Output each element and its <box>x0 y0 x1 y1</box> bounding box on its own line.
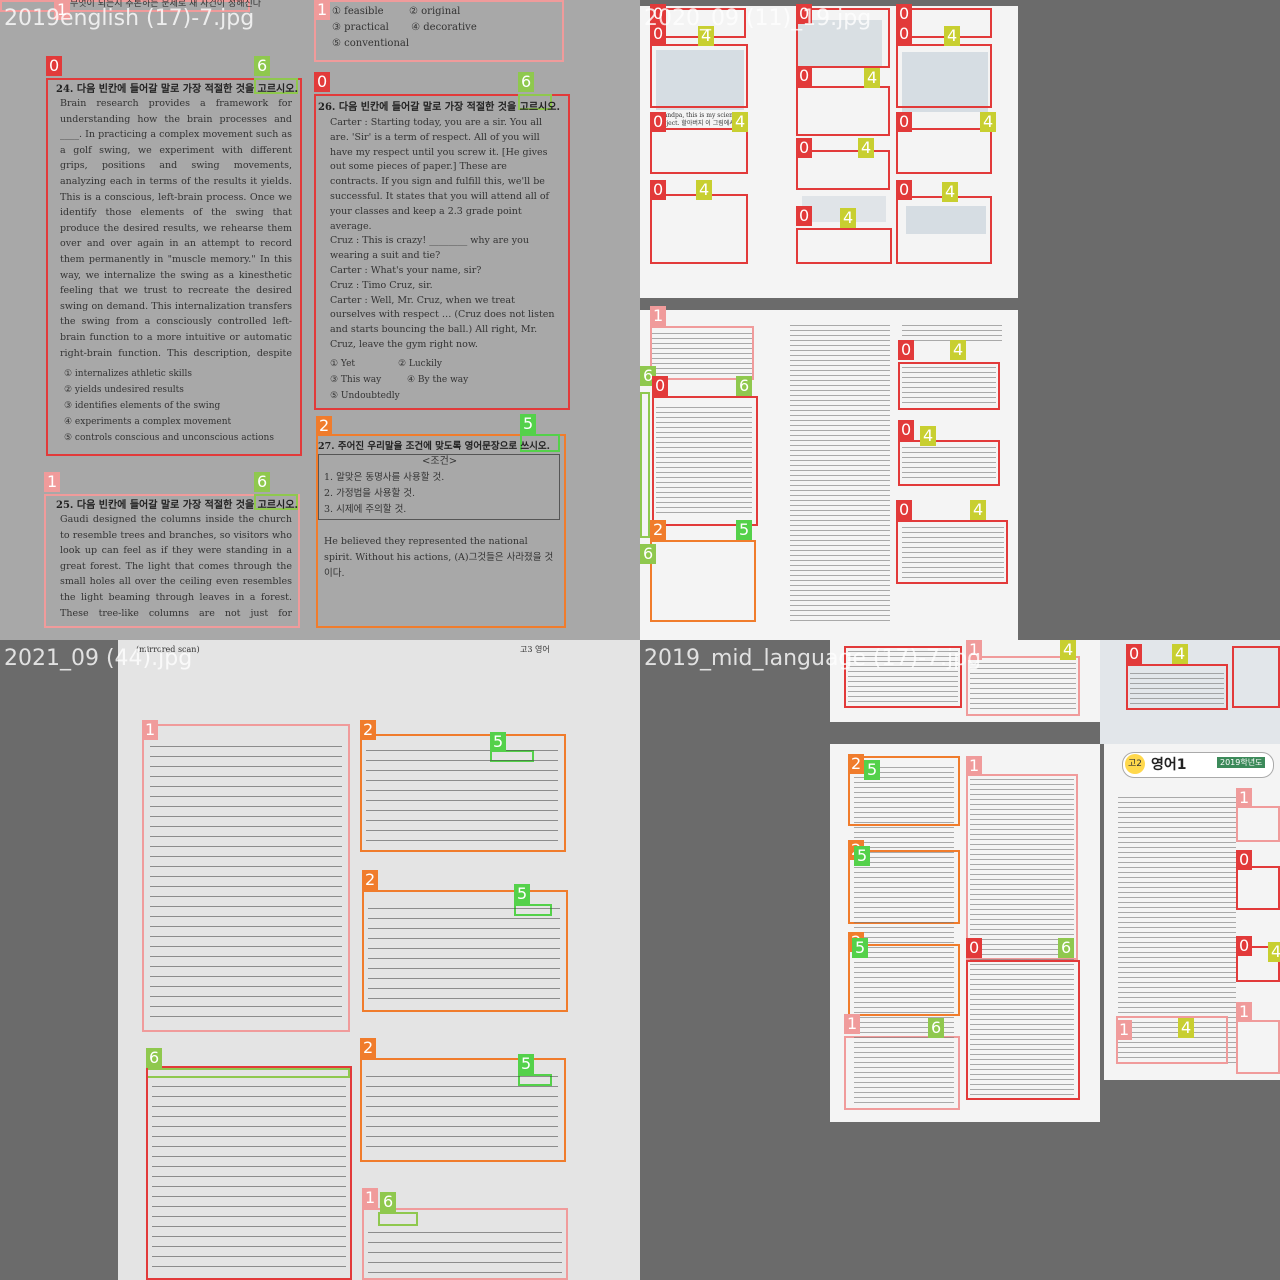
box-q24-instruction <box>254 78 298 94</box>
q26-dialogue: Carter : Starting today, you are a sir. … <box>330 117 555 350</box>
box-q24 <box>46 78 302 456</box>
header-right: 고3 영어 <box>520 645 550 654</box>
q24-passage: Brain research provides a framework for … <box>60 98 292 359</box>
box-q26 <box>314 94 570 410</box>
tile-2020-09: 2020_09 (11)_19.jpg 0 0 4 0 4 0 4 0 0 4 … <box>640 0 1280 640</box>
illustration <box>906 206 986 234</box>
q24-heading: 24. 다음 빈칸에 들어갈 말로 가장 적절한 것을 고르시오. <box>56 84 298 95</box>
box-q27 <box>316 434 566 628</box>
english-title: 영어1 <box>1151 757 1187 773</box>
tile-filename: 2020_09 (11)_19.jpg <box>644 6 872 31</box>
scanned-page <box>0 0 640 640</box>
tile-filename: 2021_09 (44).jpg <box>4 646 193 671</box>
box-prev-question <box>0 0 250 12</box>
tile-filename: 2019_mid_language (17)-7.jpg <box>644 646 982 671</box>
tile-filename: 2019english (17)-7.jpg <box>4 6 255 31</box>
q26-heading: 26. 다음 빈칸에 들어갈 말로 가장 적절한 것을 고르시오. <box>318 102 560 113</box>
box-top-choices <box>314 0 564 62</box>
box-q25 <box>44 494 300 628</box>
q27-heading: 27. 주어진 우리말을 조건에 맞도록 영어문장으로 쓰시오. <box>318 441 550 452</box>
tile-english-17: 2019english (17)-7.jpg 1 무엇이 되는지 추론하는 문제… <box>0 0 640 640</box>
q27-condition-box <box>318 454 560 520</box>
q27-passage: He believed they represented the nationa… <box>324 536 554 579</box>
q27-condition-title: <조건> <box>422 456 458 467</box>
sample-text: Grandpa, this is my science project. 할아버… <box>656 112 742 127</box>
q25-heading: 25. 다음 빈칸에 들어갈 말로 가장 적절한 것을 고르시오. <box>56 500 298 511</box>
illustration <box>798 20 882 68</box>
illustration <box>902 52 988 112</box>
q27-conditions: 1. 알맞은 동명사를 사용할 것.2. 가정법을 사용할 것.3. 시제에 주… <box>324 472 445 515</box>
grade-logo: 고2 <box>1125 754 1145 774</box>
box-q27-instruction <box>520 434 560 452</box>
tile-2019-mid-language: 2019_mid_language (17)-7.jpg 0 1 2 4 0 0… <box>640 640 1280 1280</box>
q25-passage: Gaudi designed the columns inside the ch… <box>60 514 292 624</box>
header-left: (mirrored scan) <box>136 645 200 654</box>
year-badge: 2019학년도 <box>1217 757 1266 768</box>
box-q26-instruction <box>518 94 552 110</box>
top-strip-text: 무엇이 되는지 추론하는 문제로 새 사건이 정해진다 <box>70 0 262 9</box>
top-choices: ① feasible ② original ③ practical ④ deco… <box>332 6 477 49</box>
box-q25-instruction <box>254 494 298 510</box>
tile-2021-09-44: 2021_09 (44).jpg (mirrored scan) 고3 영어 1… <box>0 640 640 1280</box>
illustration <box>656 50 744 110</box>
q26-choices: ① Yet ② Luckily ③ This way ④ By the way … <box>330 359 469 401</box>
english-header-banner: 고2 영어1 2019학년도 <box>1122 752 1274 778</box>
